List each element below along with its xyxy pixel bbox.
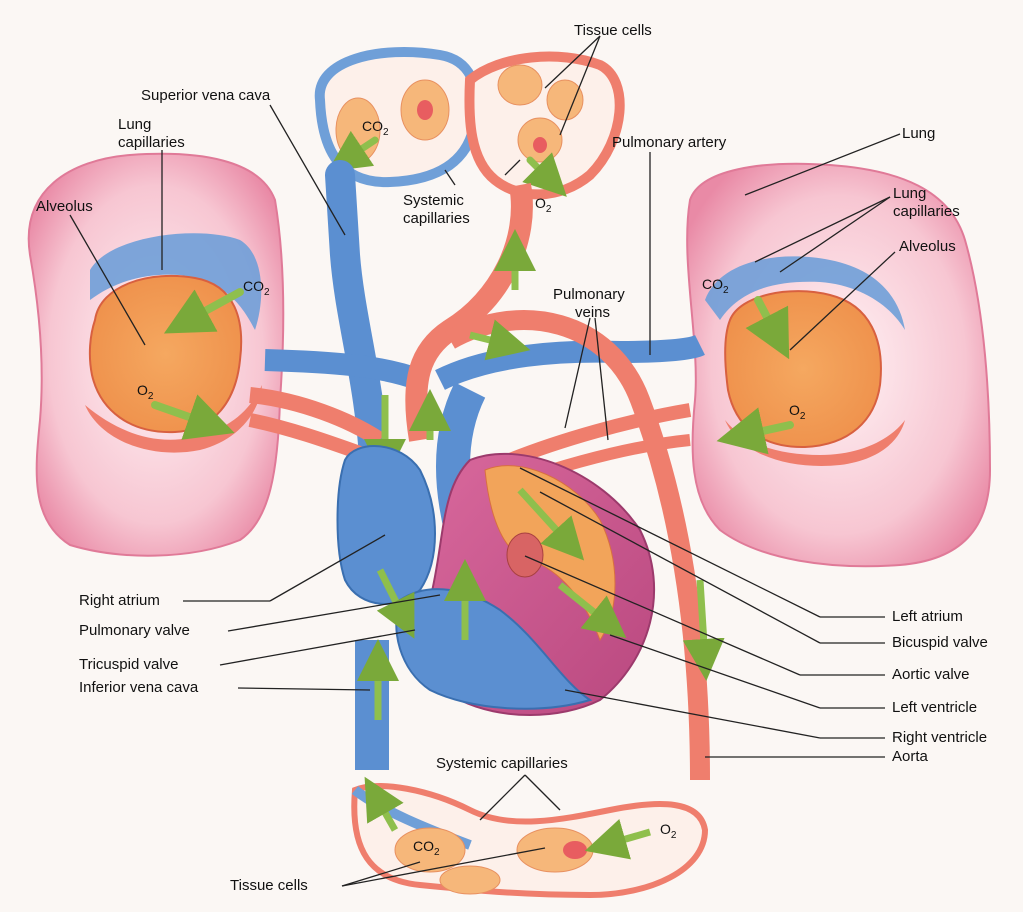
label-left-ventricle: Left ventricle bbox=[892, 699, 977, 717]
bottom-systemic-capillary-bed bbox=[354, 786, 705, 895]
gas-label-co2-right-lung: CO2 bbox=[702, 276, 729, 296]
gas-label-o2-bottom: O2 bbox=[660, 821, 676, 841]
gas-label-co2-bottom: CO2 bbox=[413, 838, 440, 858]
label-systemic-capillaries-top-line2: capillaries bbox=[403, 210, 470, 228]
label-lung-capillaries-right-line1: Lung bbox=[893, 185, 926, 203]
label-bicuspid-valve: Bicuspid valve bbox=[892, 634, 988, 652]
gas-label-co2-left-lung: CO2 bbox=[243, 278, 270, 298]
right-lung bbox=[687, 164, 990, 566]
label-tricuspid-valve: Tricuspid valve bbox=[79, 656, 178, 674]
label-alveolus-left: Alveolus bbox=[36, 198, 93, 216]
gas-label-o2-right-lung: O2 bbox=[789, 402, 805, 422]
right-alveolus bbox=[725, 291, 881, 447]
label-tissue-cells-bottom: Tissue cells bbox=[230, 877, 308, 895]
label-left-atrium: Left atrium bbox=[892, 608, 963, 626]
label-pulmonary-artery: Pulmonary artery bbox=[612, 134, 726, 152]
gas-label-co2-top: CO2 bbox=[362, 118, 389, 138]
label-lung-capillaries-right-line2: capillaries bbox=[893, 203, 960, 221]
gas-label-o2-top: O2 bbox=[535, 195, 551, 215]
label-pulmonary-veins-line2: veins bbox=[575, 304, 610, 322]
label-lung-capillaries-left-line1: Lung bbox=[118, 116, 151, 134]
label-right-ventricle: Right ventricle bbox=[892, 729, 987, 747]
label-inferior-vena-cava: Inferior vena cava bbox=[79, 679, 198, 697]
label-right-atrium: Right atrium bbox=[79, 592, 160, 610]
label-tissue-cells-top: Tissue cells bbox=[574, 22, 652, 40]
gas-label-o2-left-lung: O2 bbox=[137, 382, 153, 402]
label-systemic-capillaries-top-line1: Systemic bbox=[403, 192, 464, 210]
label-superior-vena-cava: Superior vena cava bbox=[141, 87, 270, 105]
label-systemic-capillaries-bottom: Systemic capillaries bbox=[436, 755, 568, 773]
label-aorta: Aorta bbox=[892, 748, 928, 766]
label-aortic-valve: Aortic valve bbox=[892, 666, 970, 684]
label-lung-right: Lung bbox=[902, 125, 935, 143]
label-pulmonary-veins-line1: Pulmonary bbox=[553, 286, 625, 304]
label-alveolus-right: Alveolus bbox=[899, 238, 956, 256]
label-lung-capillaries-left-line2: capillaries bbox=[118, 134, 185, 152]
label-pulmonary-valve: Pulmonary valve bbox=[79, 622, 190, 640]
